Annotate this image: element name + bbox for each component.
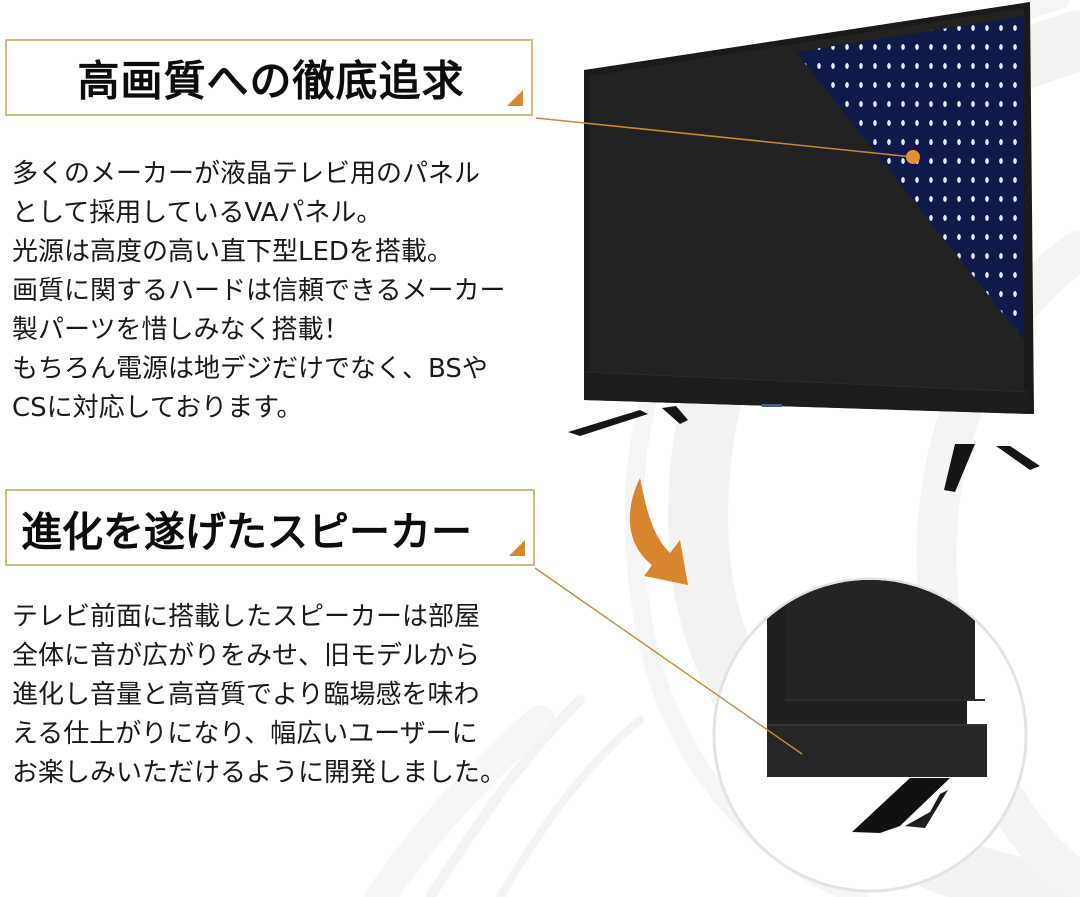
text-line: として採用しているVAパネル。 xyxy=(12,198,383,228)
text-line: 多くのメーカーが液晶テレビ用のパネル xyxy=(12,159,481,189)
text-line: 製パーツを惜しみなく搭載！ xyxy=(12,315,350,345)
corner-triangle-icon xyxy=(507,90,523,106)
description-speaker: テレビ前面に搭載したスピーカーは部屋 全体に音が広がりをみせ、旧モデルから 進化… xyxy=(12,598,506,793)
text-line: CSに対応しております。 xyxy=(12,393,303,423)
heading-box-speaker: 進化を遂げたスピーカー xyxy=(5,489,535,566)
text-line: お楽しみいただけるように開発しました。 xyxy=(12,758,507,788)
description-picture-quality: 多くのメーカーが液晶テレビ用のパネル として採用しているVAパネル。 光源は高度… xyxy=(12,155,505,428)
text-line: 全体に音が広がりをみせ、旧モデルから xyxy=(12,641,481,671)
corner-triangle-icon xyxy=(509,540,525,556)
heading-box-picture-quality: 高画質への徹底追求 xyxy=(5,39,533,116)
text-line: 進化し音量と高音質でより臨場感を味わ xyxy=(12,680,480,710)
heading-picture-quality: 高画質への徹底追求 xyxy=(77,56,465,105)
text-line: 画質に関するハードは信頼できるメーカー xyxy=(12,276,506,306)
text-line: もちろん電源は地デジだけでなく、BSや xyxy=(12,354,488,384)
text-line: テレビ前面に搭載したスピーカーは部屋 xyxy=(12,602,481,632)
text-line: 光源は高度の高い直下型LEDを搭載。 xyxy=(12,237,453,267)
text-line: える仕上がりになり、幅広いユーザーに xyxy=(12,719,478,749)
heading-speaker: 進化を遂げたスピーカー xyxy=(21,507,472,556)
